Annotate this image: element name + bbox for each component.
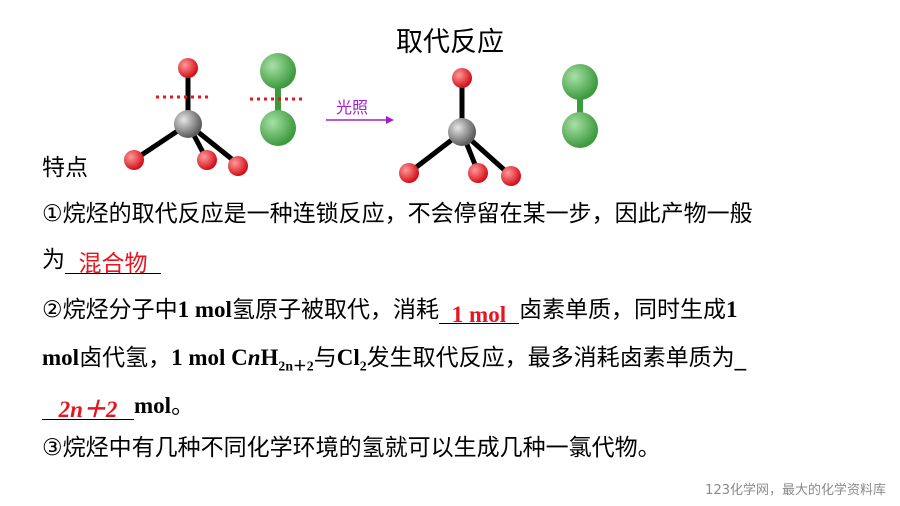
- point-2-line-2: mol卤代氢，1 mol CnH2n＋2与Cl2发生取代反应，最多消耗卤素单质为…: [42, 338, 746, 375]
- point-1-answer-blank: 混合物: [65, 247, 161, 277]
- point-2-formula-sub: 2n＋2: [278, 358, 314, 374]
- point-2-unit-2: mol: [134, 393, 172, 418]
- reaction-condition-label: 光照: [336, 98, 369, 117]
- chlorine-molecule-split-icon: [562, 64, 598, 148]
- point-2-amount-1: 1 mol: [177, 297, 232, 322]
- methane-molecule-icon: [124, 58, 248, 176]
- chlorine-molecule-icon: [250, 53, 306, 146]
- point-1-text-b: 为: [42, 247, 65, 273]
- point-2-chlorine: Cl: [336, 345, 360, 370]
- point-2-text-3: 卤素单质，同时生成: [518, 297, 726, 323]
- point-2-formula-h: H: [260, 345, 279, 370]
- point-1-marker: ①: [42, 201, 63, 227]
- point-2-end: 。: [171, 393, 195, 419]
- section-heading: 特点: [42, 155, 88, 181]
- point-2-amount-2: 1: [725, 297, 738, 322]
- point-2-chlorine-sub: 2: [359, 358, 367, 374]
- point-2-marker: ②: [42, 297, 63, 323]
- point-2-text-4: 卤代氢，: [79, 345, 172, 371]
- point-1-line-1: ①烷烃的取代反应是一种连锁反应，不会停留在某一步，因此产物一般: [42, 194, 753, 228]
- point-3-line: ③烷烃中有几种不同化学环境的氢就可以生成几种一氯代物。: [42, 428, 661, 462]
- point-1-answer: 混合物: [78, 251, 148, 277]
- slide-title: 取代反应: [396, 27, 504, 58]
- point-2-text-1: 烷烃分子中: [62, 297, 178, 323]
- point-2-answer-2-blank: 2n＋2: [42, 393, 134, 422]
- point-1-line-2: 为 混合物: [42, 240, 161, 277]
- point-3-text: 烷烃中有几种不同化学环境的氢就可以生成几种一氯代物。: [62, 435, 661, 461]
- point-2-unit: mol: [42, 345, 80, 370]
- point-2-answer-1: 1 mol: [451, 302, 507, 327]
- reaction-diagram: [124, 53, 598, 186]
- point-2-text-2: 氢原子被取代，消耗: [231, 297, 439, 323]
- point-2-answer-2: 2n＋2: [58, 397, 118, 422]
- point-3-marker: ③: [42, 435, 63, 461]
- footer-watermark: 123化学网，最大的化学资料库: [705, 483, 886, 498]
- point-2-text-6: 发生取代反应，最多消耗卤素单质为: [366, 345, 735, 371]
- methyl-radical-icon: [399, 68, 521, 186]
- reaction-arrow-icon: [326, 116, 394, 124]
- point-2-line-3: 2n＋2 mol。: [42, 386, 195, 422]
- point-2-formula-c: 1 mol C: [171, 345, 248, 370]
- point-2-answer-1-blank: 1 mol: [438, 297, 519, 327]
- point-2-text-5: 与: [313, 345, 337, 371]
- point-2-formula-n: n: [247, 345, 261, 370]
- point-2-tail: _: [734, 345, 747, 371]
- point-1-text: 烷烃的取代反应是一种连锁反应，不会停留在某一步，因此产物一般: [62, 201, 753, 227]
